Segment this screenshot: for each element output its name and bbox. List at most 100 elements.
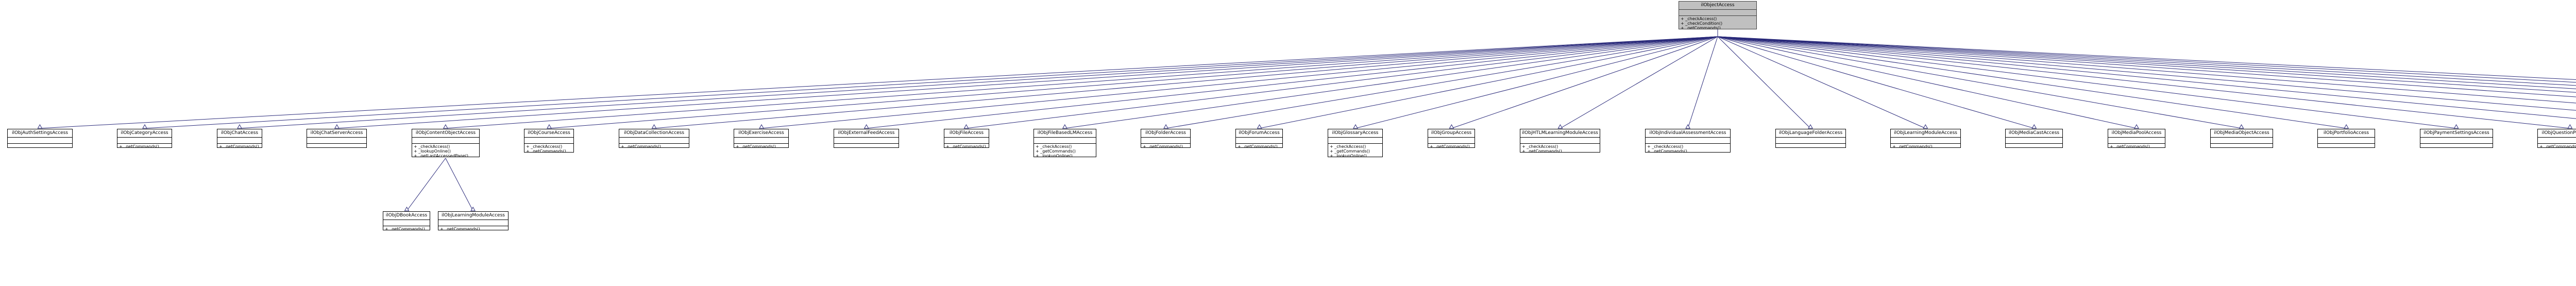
uml-class-node[interactable]: ilObjLearningModuleAccess + _getCommands(… bbox=[1890, 129, 1961, 148]
inheritance-edge bbox=[1717, 36, 2035, 129]
uml-class-node[interactable]: ilObjLanguageFolderAccess bbox=[1775, 129, 1846, 148]
inheritance-edge bbox=[761, 36, 1718, 129]
class-operation: + _getCommands() bbox=[1036, 149, 1076, 154]
class-attributes-compartment bbox=[8, 138, 72, 144]
class-operation: + _checkAccess() bbox=[414, 144, 450, 149]
empty-compartment-row bbox=[9, 144, 71, 147]
class-attributes-compartment bbox=[2006, 138, 2062, 144]
inheritance-edge bbox=[549, 36, 1718, 129]
class-operation: + _getCommands() bbox=[1238, 144, 1278, 148]
empty-compartment-row bbox=[736, 138, 787, 143]
uml-class-node[interactable]: ilObjExerciseAccess+ _getCommands() bbox=[734, 129, 789, 148]
class-attributes-compartment bbox=[217, 138, 262, 144]
class-name-label: ilObjCategoryAccess bbox=[117, 129, 172, 138]
class-operation: + _getCommands() bbox=[946, 144, 986, 148]
inheritance-edge bbox=[1717, 36, 2576, 104]
uml-root-class-node[interactable]: ilObjectAccess+ _checkAccess()+ _checkCo… bbox=[1679, 1, 1757, 29]
class-operation: + _lookupOnline() bbox=[1330, 154, 1367, 157]
class-attributes-compartment bbox=[1520, 138, 1600, 144]
uml-class-node[interactable]: ilObjFileBasedLMAccess+ _checkAccess()+ … bbox=[1033, 129, 1096, 157]
uml-class-node[interactable]: ilObjFolderAccess+ _getCommands() bbox=[1141, 129, 1191, 148]
uml-class-node[interactable]: ilObjIndividualAssessmentAccess+ _checkA… bbox=[1645, 129, 1731, 153]
uml-class-node[interactable]: ilObjDBookAccess+ _getCommands() bbox=[383, 211, 430, 230]
uml-class-node[interactable]: ilObjDataCollectionAccess+ _getCommands(… bbox=[619, 129, 689, 148]
uml-class-node[interactable]: ilObjCategoryAccess + _getCommands() bbox=[117, 129, 172, 148]
class-operation: + _getCommands() bbox=[1892, 144, 1933, 148]
class-name-label: ilObjLearningModuleAccess bbox=[1891, 129, 1960, 138]
class-name-label: ilObjLearningModuleAccess bbox=[438, 212, 508, 220]
uml-class-node[interactable]: ilObjQuestionPoolAccess+ _getCommands() bbox=[2537, 129, 2576, 148]
class-operations-compartment: + _getCommands() bbox=[1891, 144, 1960, 148]
class-name-label: ilObjMediaObjectAccess bbox=[2211, 129, 2273, 138]
class-operations-compartment: + _getCommands() bbox=[2538, 144, 2576, 147]
inheritance-edge bbox=[1717, 36, 1926, 129]
class-operation: + _checkAccess() bbox=[1522, 144, 1558, 149]
empty-compartment-row bbox=[1143, 138, 1189, 143]
inheritance-arrowhead bbox=[443, 124, 448, 129]
class-operation: + _getCommands() bbox=[440, 227, 480, 230]
uml-class-node[interactable]: ilObjChatServerAccess bbox=[307, 129, 367, 148]
class-name-label: ilObjPaymentSettingsAccess bbox=[2420, 129, 2493, 138]
inheritance-edge bbox=[40, 36, 1718, 129]
uml-class-node[interactable]: ilObjFileAccess+ _getCommands() bbox=[944, 129, 989, 148]
class-attributes-compartment bbox=[2538, 138, 2576, 144]
class-operations-compartment: + _getCommands() bbox=[1236, 144, 1282, 148]
uml-class-node[interactable]: ilObjExternalFeedAccess bbox=[834, 129, 899, 148]
uml-class-node[interactable]: ilObjMediaPoolAccess+ _getCommands() bbox=[2108, 129, 2165, 148]
uml-class-node[interactable]: ilObjCourseAccess+ _checkAccess()+ _getC… bbox=[524, 129, 574, 153]
class-attributes-compartment bbox=[1034, 138, 1096, 144]
class-attributes-compartment bbox=[524, 138, 573, 144]
inheritance-edge bbox=[1717, 36, 2242, 129]
inheritance-edge bbox=[445, 158, 473, 211]
uml-class-node[interactable]: ilObjHTLMLearningModuleAccess+ _checkAcc… bbox=[1520, 129, 1600, 153]
class-name-label: ilObjFolderAccess bbox=[1141, 129, 1190, 138]
uml-class-node[interactable]: ilObjMediaCastAccess bbox=[2005, 129, 2063, 148]
class-name-label: ilObjExerciseAccess bbox=[734, 129, 788, 138]
class-operation: + _getCommands() bbox=[119, 144, 159, 148]
uml-class-node[interactable]: ilObjGlossaryAccess+ _checkAccess()+ _ge… bbox=[1328, 129, 1383, 157]
class-name-label: ilObjGroupAccess bbox=[1428, 129, 1475, 138]
uml-class-node[interactable]: ilObjForumAccess+ _getCommands() bbox=[1235, 129, 1283, 148]
uml-class-node[interactable]: ilObjMediaObjectAccess bbox=[2210, 129, 2273, 148]
class-operations-compartment bbox=[834, 144, 899, 147]
inheritance-edge bbox=[1064, 36, 1718, 129]
class-attributes-compartment bbox=[1891, 138, 1960, 144]
inheritance-arrowhead bbox=[1353, 124, 1358, 129]
empty-compartment-row bbox=[1777, 144, 1844, 147]
empty-compartment-row bbox=[1892, 138, 1959, 143]
inheritance-edge bbox=[1717, 36, 2576, 93]
inheritance-edge bbox=[1717, 36, 2456, 129]
class-name-label: ilObjDBookAccess bbox=[383, 212, 430, 220]
inheritance-edge bbox=[239, 36, 1718, 129]
class-attributes-compartment bbox=[1236, 138, 1282, 144]
uml-class-node[interactable]: ilObjPaymentSettingsAccess bbox=[2420, 129, 2493, 148]
uml-class-node[interactable]: ilObjContentObjectAccess+ _checkAccess()… bbox=[412, 129, 480, 157]
empty-compartment-row bbox=[1777, 138, 1844, 143]
uml-class-node[interactable]: ilObjAuthSettingsAccess bbox=[7, 129, 73, 148]
empty-compartment-row bbox=[414, 138, 478, 143]
empty-compartment-row bbox=[2422, 144, 2491, 147]
class-operations-compartment: + _checkAccess()+ _getCommands() bbox=[1520, 144, 1600, 152]
class-operation: + _getCommands() bbox=[2110, 144, 2150, 148]
class-attributes-compartment bbox=[2108, 138, 2165, 144]
empty-compartment-row bbox=[1238, 138, 1281, 143]
class-operation: + _checkAccess() bbox=[1681, 16, 1717, 21]
class-operations-compartment: + _getCommands() bbox=[1428, 144, 1475, 147]
inheritance-edge bbox=[406, 158, 446, 211]
uml-class-node[interactable]: ilObjChatAccess+ _getCommands() bbox=[217, 129, 262, 148]
inheritance-arrowhead bbox=[1557, 124, 1563, 129]
empty-compartment-row bbox=[1681, 10, 1755, 15]
inheritance-arrowhead bbox=[759, 124, 764, 129]
uml-class-node[interactable]: ilObjLearningModuleAccess + _getCommands(… bbox=[438, 211, 509, 230]
class-attributes-compartment bbox=[307, 138, 366, 144]
class-operations-compartment: + _getCommands() bbox=[619, 144, 689, 147]
empty-compartment-row bbox=[836, 138, 897, 143]
class-operation: + _checkAccess() bbox=[1647, 144, 1684, 149]
uml-class-node[interactable]: ilObjPortfolioAccess bbox=[2317, 129, 2375, 148]
uml-class-node[interactable]: ilObjGroupAccess + _getCommands() bbox=[1428, 129, 1475, 148]
class-attributes-compartment bbox=[383, 220, 430, 226]
inheritance-edge bbox=[1717, 36, 2347, 129]
inheritance-arrowhead bbox=[37, 124, 43, 129]
